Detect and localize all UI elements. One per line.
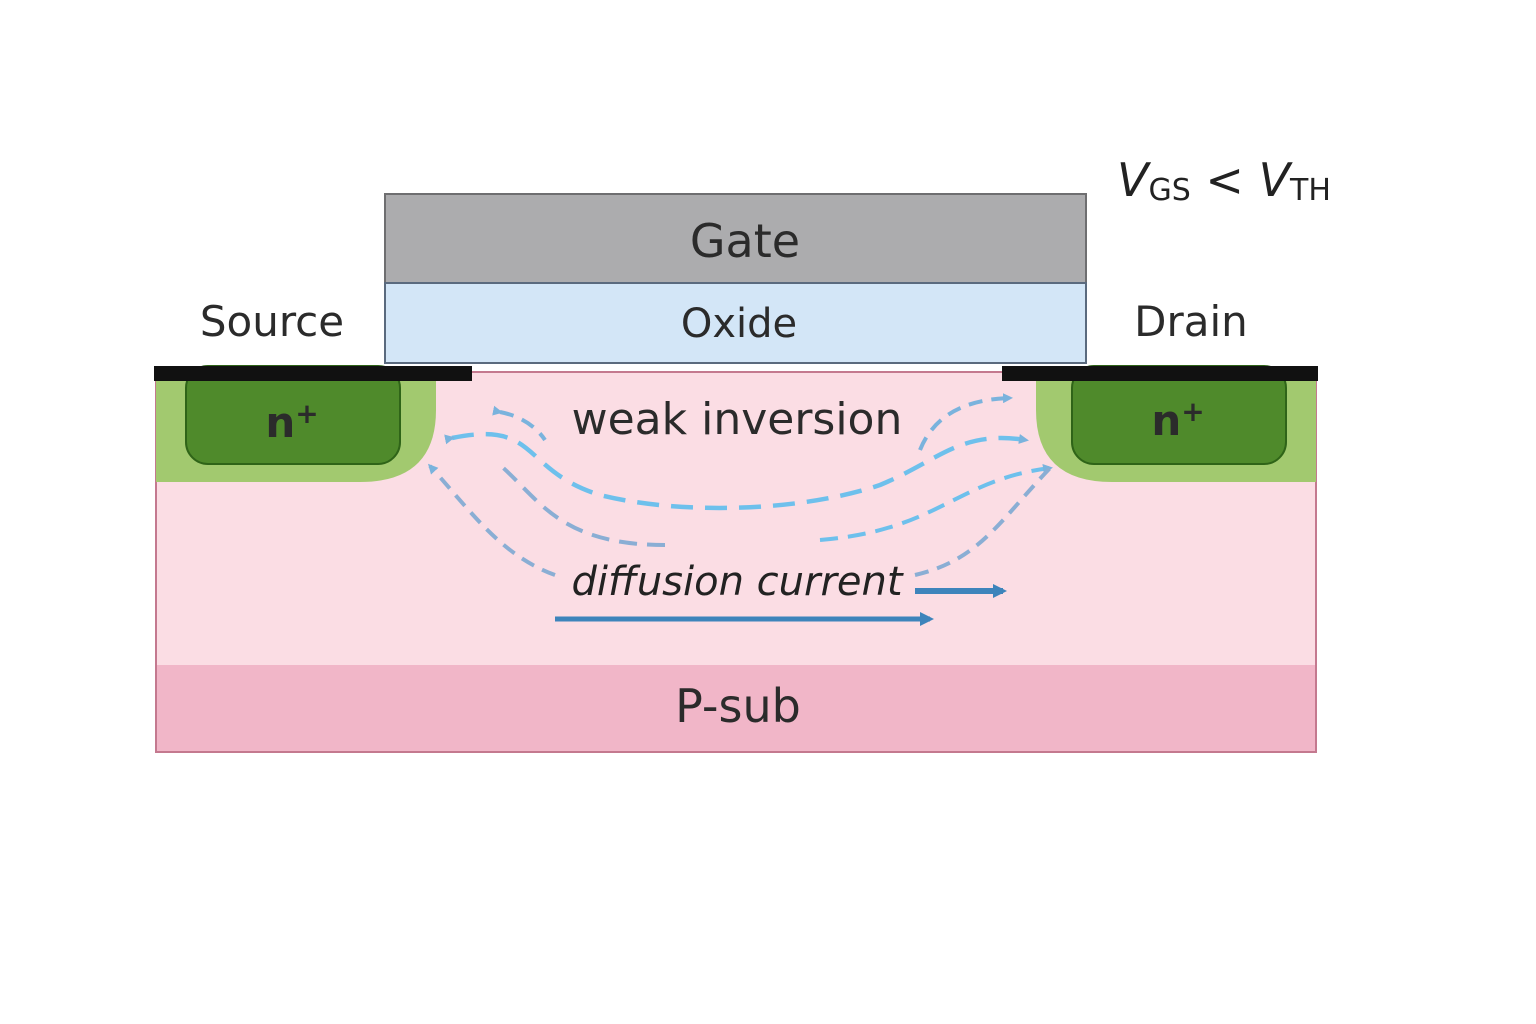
flow-arrow-channel [444, 432, 1029, 511]
source-label: Source [200, 297, 344, 346]
bias-condition-label: VGS < VTH [1117, 153, 1331, 208]
gate-electrode [384, 193, 1087, 284]
drain-contact [1002, 366, 1318, 381]
weak-inversion-label: weak inversion [572, 394, 903, 445]
drain-n-plus-sup: + [1181, 395, 1204, 428]
flow-arrow-left-inner [498, 463, 666, 547]
flow-arrow-top-right [918, 393, 1013, 451]
less-than-sign: < [1191, 153, 1259, 207]
vgs-symbol: V [1117, 153, 1152, 207]
source-n-plus-main: n [265, 398, 295, 447]
vth-symbol: V [1259, 153, 1294, 207]
substrate-outline [155, 371, 1317, 753]
source-contact [154, 366, 472, 381]
vth-subscript: TH [1289, 173, 1331, 208]
diffusion-current-label: diffusion current [571, 559, 903, 605]
gate-oxide [384, 282, 1087, 364]
gate-label: Gate [690, 214, 800, 268]
substrate-lower-region [156, 665, 1316, 752]
oxide-label: Oxide [681, 301, 797, 347]
source-n-plus-label: n+ [265, 397, 318, 447]
source-n-plus-sup: + [295, 397, 318, 430]
flow-arrow-right-inner [819, 463, 1053, 542]
drain-n-plus-main: n [1151, 396, 1181, 445]
flow-arrow-left-lower [427, 463, 556, 577]
p-sub-label: P-sub [675, 679, 801, 733]
drain-n-plus-label: n+ [1151, 395, 1204, 445]
vgs-subscript: GS [1148, 173, 1190, 208]
drain-label: Drain [1134, 297, 1248, 346]
